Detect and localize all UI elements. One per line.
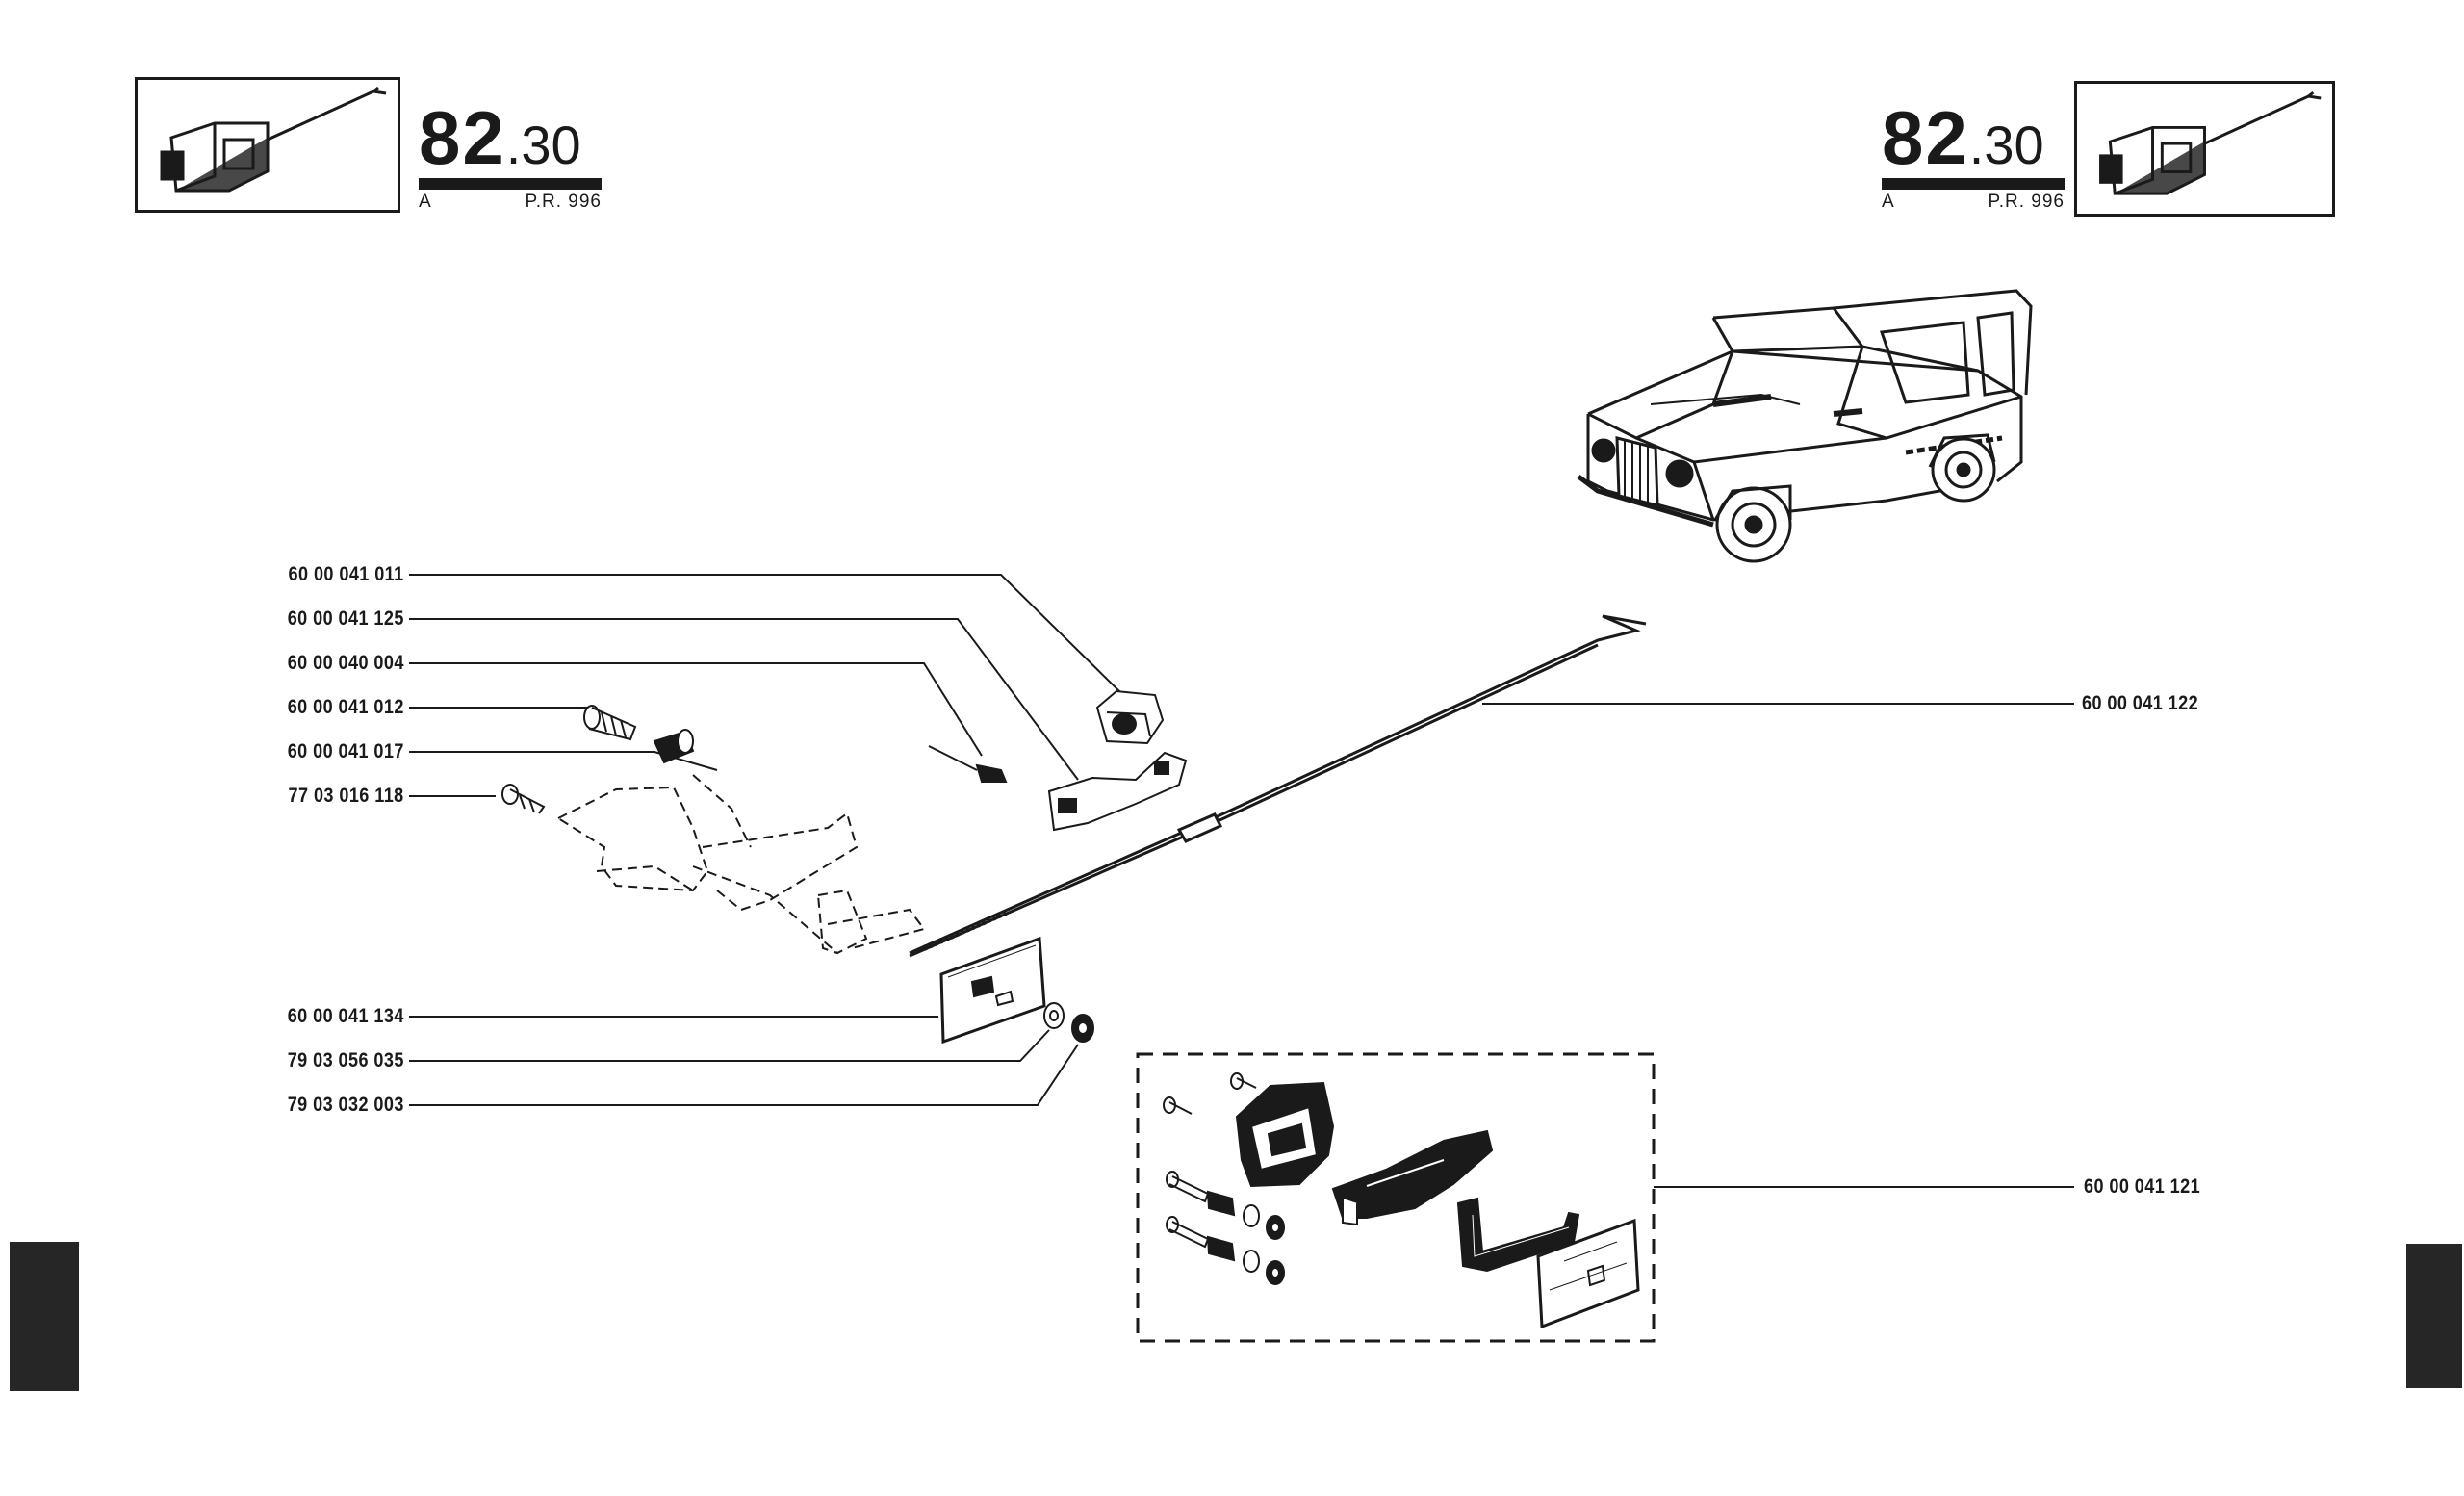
part-number-label: 79 03 032 003 (287, 1094, 404, 1116)
part-number-label: 60 00 041 122 (2082, 692, 2199, 714)
section-sub: .30 (505, 115, 581, 175)
lock-rod (909, 614, 1647, 958)
part-number-label: 79 03 056 035 (287, 1049, 404, 1071)
section-sub: .30 (1968, 115, 2044, 175)
header-thumbnail-left (135, 77, 400, 213)
kit-screw-2 (1163, 1096, 1193, 1115)
spacer-part (653, 729, 695, 764)
part-number-label: 60 00 041 125 (287, 607, 404, 630)
nut-part (1071, 1014, 1094, 1043)
handle-mechanism-outline (555, 774, 926, 955)
side-tab-right (2406, 1244, 2462, 1388)
part-number-label: 60 00 040 004 (287, 652, 404, 674)
rivet-part (928, 745, 1008, 783)
clip-plate-part (1047, 751, 1188, 832)
reference-label: P.R. 996 (1988, 192, 2065, 212)
repair-kit-box (1136, 1052, 1656, 1343)
door-lock-thumbnail-icon (160, 86, 387, 193)
part-number-label: 77 03 016 118 (288, 785, 404, 807)
kit-lever (1331, 1129, 1494, 1226)
lock-cylinder-part (1095, 689, 1165, 745)
leader-lines-left (409, 574, 1122, 1106)
kit-escutcheon (1536, 1218, 1640, 1329)
section-number-left: 82.30 A P.R. 996 (419, 94, 602, 213)
part-number-label: 60 00 041 012 (287, 696, 404, 718)
variant-label: A (419, 192, 432, 212)
small-screw-part (501, 784, 546, 814)
part-number-label: 60 00 041 121 (2084, 1175, 2201, 1198)
section-main: 82 (419, 95, 506, 180)
header-thumbnail-right (2074, 81, 2335, 217)
door-lock-thumbnail-icon (2099, 90, 2322, 195)
leader-lines-right (1482, 703, 2074, 1188)
reference-label: P.R. 996 (525, 192, 602, 212)
kit-link-bracket (1456, 1197, 1580, 1273)
escutcheon-plate-part (939, 936, 1046, 1045)
kit-bolt-row-1 (1166, 1171, 1285, 1240)
section-number-right: 82.30 A P.R. 996 (1882, 94, 2065, 213)
kit-bolt-row-2 (1166, 1216, 1285, 1285)
part-number-label: 60 00 041 017 (287, 740, 404, 762)
section-bar (419, 178, 602, 190)
kit-handle-housing (1235, 1081, 1335, 1188)
section-bar (1882, 178, 2065, 190)
part-number-label: 60 00 041 134 (287, 1005, 404, 1027)
screw-part (583, 705, 637, 741)
kit-screw-1 (1230, 1072, 1257, 1090)
variant-label: A (1882, 192, 1895, 212)
part-number-label: 60 00 041 011 (288, 563, 404, 585)
vehicle-illustration-icon (1577, 289, 2033, 563)
side-tab-left (10, 1242, 79, 1391)
section-main: 82 (1882, 95, 1969, 180)
washer-part (1043, 1002, 1065, 1029)
